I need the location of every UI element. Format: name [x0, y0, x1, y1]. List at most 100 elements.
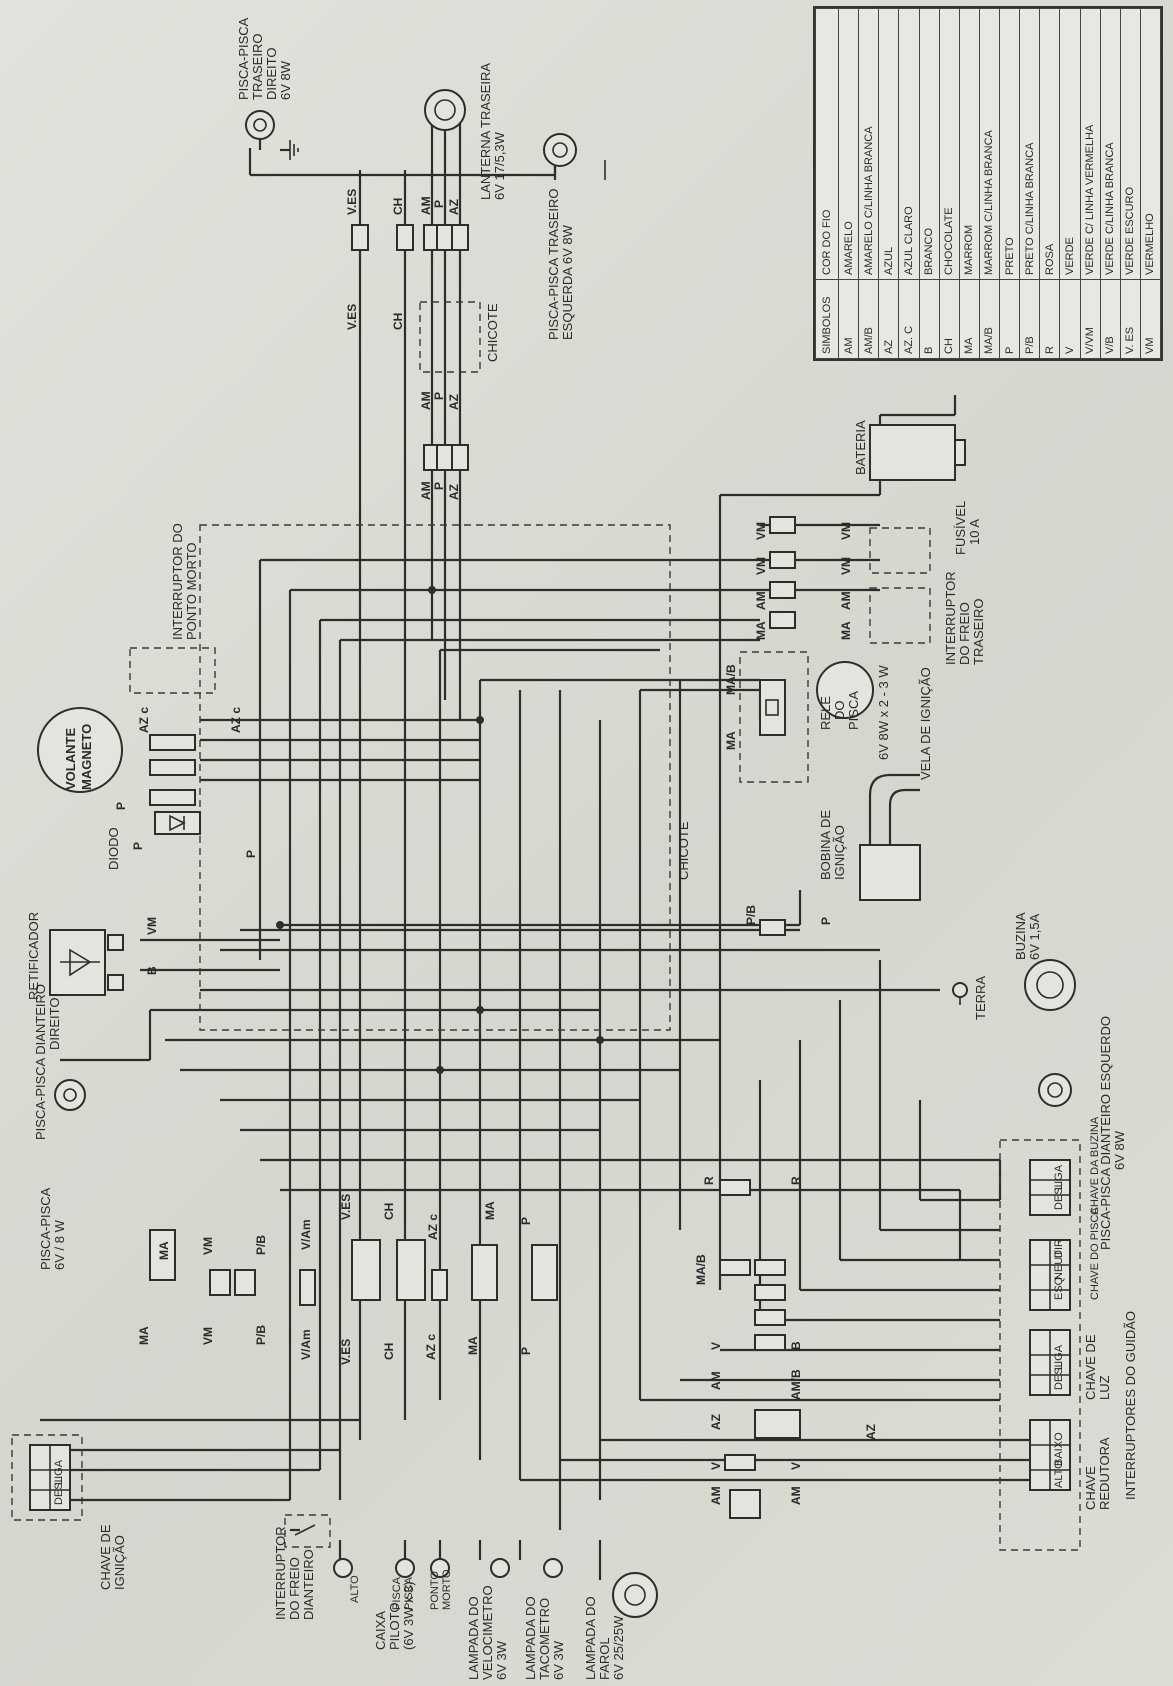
svg-text:V: V: [709, 1462, 723, 1470]
svg-text:VELOCIMETRO: VELOCIMETRO: [480, 1585, 495, 1680]
legend-color-name: VERDE: [1059, 8, 1080, 280]
svg-text:6V / 8 W: 6V / 8 W: [52, 1219, 67, 1270]
rear-blinker-right-label: PISCA-PISCA TRASEIRO DIREITO 6V 8W: [236, 17, 293, 100]
svg-text:P: P: [819, 917, 833, 925]
svg-text:CH: CH: [391, 198, 405, 215]
svg-text:LAMPADA DO: LAMPADA DO: [466, 1596, 481, 1680]
svg-text:AM: AM: [709, 1486, 723, 1505]
turn-switch-neut: NEUT: [1053, 1250, 1065, 1280]
svg-text:P: P: [432, 482, 446, 490]
horn-label: BUZINA 6V 1,5A: [1013, 912, 1042, 960]
handlebar-switches-label: INTERRUPTORES DO GUIDÃO: [1123, 1311, 1138, 1500]
flasher-relay-rating: 6V 8W x 2 - 3 W: [876, 665, 891, 760]
svg-text:P/B: P/B: [254, 1325, 268, 1345]
svg-text:P: P: [244, 850, 258, 858]
svg-text:DO: DO: [832, 701, 847, 721]
svg-text:CH: CH: [382, 1343, 396, 1360]
fuse-box: [869, 527, 931, 574]
svg-text:MAGNETO: MAGNETO: [79, 724, 94, 790]
svg-text:MA: MA: [724, 731, 738, 750]
legend-color-name: BRANCO: [919, 8, 940, 280]
svg-text:VM: VM: [754, 557, 768, 575]
svg-text:VM: VM: [201, 1327, 215, 1345]
brake-rear-box: [869, 587, 931, 644]
front-blinker-left: [1038, 1073, 1072, 1107]
rectifier: [49, 929, 124, 996]
legend-symbol: V/VM: [1080, 279, 1101, 359]
horn-switch-liga: LIGA: [1053, 1164, 1065, 1190]
legend-symbol: B: [919, 279, 940, 359]
svg-text:(6V 3W x 3): (6V 3W x 3): [401, 1581, 416, 1650]
pilot-lamps: [333, 1558, 563, 1578]
svg-text:6V 17/5,3W: 6V 17/5,3W: [492, 131, 507, 200]
legend-color-name: PRETO C/LINHA BRANCA: [1019, 8, 1040, 280]
svg-text:P: P: [519, 1347, 533, 1355]
ground-label: TERRA: [973, 976, 988, 1020]
legend-color-name: MARROM: [959, 8, 980, 280]
dimmer-switch-baixo: BAIXO: [1053, 1432, 1065, 1466]
svg-text:B: B: [789, 1341, 803, 1350]
pilot-blinker-label: PISCA PISCA: [391, 1576, 415, 1610]
svg-text:6V 1,5A: 6V 1,5A: [1027, 913, 1042, 960]
svg-text:PISCA-PISCA TRASEIRO: PISCA-PISCA TRASEIRO: [546, 189, 561, 340]
handlebar-switches: [1029, 1159, 1071, 1491]
battery: [869, 424, 966, 481]
svg-text:INTERRUPTOR: INTERRUPTOR: [273, 1526, 288, 1620]
connectors: [149, 224, 801, 1519]
rear-blinker-left: [543, 133, 606, 180]
svg-text:P: P: [114, 802, 128, 810]
horn-switch-desl: DESL: [1053, 1181, 1065, 1210]
svg-text:MA: MA: [466, 1336, 480, 1355]
rear-blinker-left-label: PISCA-PISCA TRASEIRO ESQUERDA 6V 8W: [546, 189, 575, 340]
svg-text:AM: AM: [789, 1486, 803, 1505]
legend-symbol: AZ. C: [898, 279, 919, 359]
legend-symbol: V/B: [1100, 279, 1121, 359]
svg-text:6V 3W: 6V 3W: [494, 1640, 509, 1680]
svg-text:V.ES: V.ES: [339, 1339, 353, 1365]
rear-brake-switch-label: INTERRUPTOR DO FREIO TRASEIRO: [943, 571, 986, 665]
svg-text:PISCA: PISCA: [391, 1576, 403, 1610]
svg-text:DIANTEIRO: DIANTEIRO: [301, 1549, 316, 1620]
svg-text:MORTO: MORTO: [441, 1569, 453, 1610]
flasher-relay: [759, 661, 874, 736]
neutral-switch-box: [129, 647, 216, 694]
ignition-coil: [859, 773, 921, 901]
svg-text:TACOMETRO: TACOMETRO: [537, 1598, 552, 1680]
legend-color-name: AMARELO C/LINHA BRANCA: [858, 8, 879, 280]
light-switch-desl: DESL: [1053, 1361, 1065, 1390]
svg-text:MA/B: MA/B: [694, 1254, 708, 1285]
legend-symbol: P/B: [1019, 279, 1040, 359]
legend-symbol: MA/B: [979, 279, 1000, 359]
pilot-neutral-label: PONTO MORTO: [429, 1569, 453, 1610]
svg-text:BOBINA DE: BOBINA DE: [818, 810, 833, 880]
legend-symbol: AM: [838, 279, 859, 359]
svg-text:V.ES: V.ES: [345, 189, 359, 215]
svg-text:FAROL: FAROL: [597, 1637, 612, 1680]
svg-text:MA/B: MA/B: [724, 664, 738, 695]
front-blinker-right: [54, 1079, 86, 1111]
handlebar-switch-box: [999, 1139, 1081, 1551]
svg-text:R: R: [789, 1176, 803, 1185]
tail-lamp: [424, 89, 466, 131]
light-switch-liga: LIGA: [1053, 1344, 1065, 1370]
turn-switch-label: CHAVE DO PISCA: [1089, 1207, 1101, 1300]
svg-text:AM/B: AM/B: [789, 1369, 803, 1400]
legend-color-name: VERDE ESCURO: [1120, 8, 1141, 280]
front-blinker-left-label: PISCA-PISCA DIANTEIRO ESQUERDO 6V 8W: [1098, 1016, 1127, 1250]
fuse-label: FUSÍVEL 10 A: [953, 501, 982, 555]
svg-text:P: P: [432, 392, 446, 400]
pilot-box-label: CAIXA PILOTO (6V 3W x 3): [373, 1581, 416, 1650]
chicote-rear-label: CHICOTE: [485, 303, 500, 362]
svg-text:AZ: AZ: [447, 199, 461, 215]
tail-lamp-label: LANTERNA TRASEIRA 6V 17/5,3W: [478, 63, 507, 200]
svg-text:INTERRUPTOR: INTERRUPTOR: [943, 571, 958, 665]
